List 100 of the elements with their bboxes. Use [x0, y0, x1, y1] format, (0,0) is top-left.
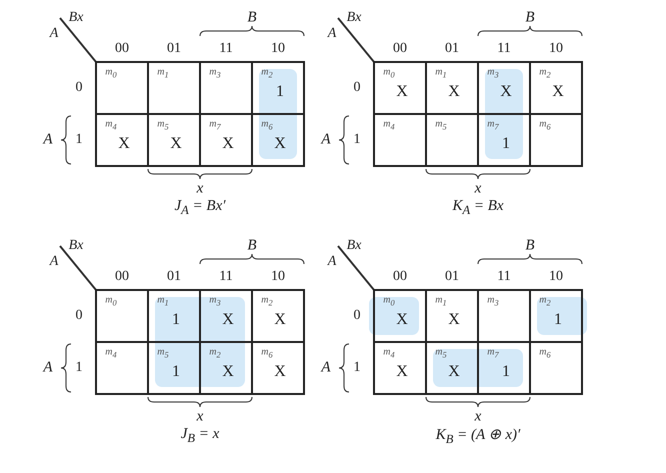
minterm-label: m$_{7}$ — [487, 118, 499, 132]
column-header: 10 — [271, 41, 285, 57]
minterm-label: m$_{3}$ — [487, 294, 499, 308]
row-header: 0 — [354, 80, 360, 96]
minterm-label: m$_{6}$ — [261, 118, 273, 132]
minterm-label: m$_{0}$ — [383, 66, 395, 80]
minterm-label: m$_{2}$ — [539, 294, 551, 308]
cell-value: X — [118, 135, 130, 153]
row-header: 0 — [76, 308, 82, 324]
equation: K$_{B}$ = (A ⊕ x)′ — [436, 426, 520, 447]
column-header: 00 — [115, 269, 129, 285]
row-header: 1 — [76, 132, 82, 148]
variable-label: B — [525, 10, 535, 26]
minterm-label: m$_{4}$ — [105, 346, 117, 360]
column-header: 11 — [219, 41, 233, 57]
minterm-label: m$_{4}$ — [383, 118, 395, 132]
column-header: 10 — [549, 269, 563, 285]
variable-label: B — [247, 10, 257, 26]
minterm-label: m$_{3}$ — [487, 66, 499, 80]
minterm-label: m$_{0}$ — [105, 294, 117, 308]
variable-label: Bx — [346, 10, 362, 26]
cell-value: 1 — [172, 311, 180, 329]
cell-value: 1 — [276, 83, 284, 101]
minterm-label: m$_{1}$ — [435, 294, 447, 308]
minterm-label: m$_{1}$ — [157, 66, 169, 80]
variable-label: A — [50, 26, 58, 42]
minterm-label: m$_{0}$ — [105, 66, 117, 80]
cell-value: X — [222, 363, 234, 381]
minterm-label: m$_{5}$ — [435, 118, 447, 132]
column-header: 11 — [497, 269, 511, 285]
variable-label: B — [525, 238, 535, 254]
minterm-label: m$_{3}$ — [209, 66, 221, 80]
column-header: 11 — [497, 41, 511, 57]
cell-value: 1 — [502, 135, 510, 153]
cell-value: X — [396, 363, 408, 381]
cell-value: X — [274, 311, 286, 329]
cell-value: X — [396, 83, 408, 101]
minterm-label: m$_{6}$ — [261, 346, 273, 360]
row-header: 0 — [76, 80, 82, 96]
equation: J$_{B}$ = x — [180, 426, 220, 446]
column-header: 10 — [271, 269, 285, 285]
minterm-label: m$_{2}$ — [261, 294, 273, 308]
equation: K$_{A}$ = Bx — [452, 198, 504, 218]
row-header: 1 — [76, 360, 82, 376]
variable-label: x — [474, 408, 482, 426]
minterm-label: m$_{5}$ — [157, 118, 169, 132]
row-header: 1 — [354, 360, 360, 376]
column-header: 10 — [549, 41, 563, 57]
variable-label: x — [196, 408, 204, 426]
variable-label: Bx — [346, 238, 362, 254]
column-header: 11 — [219, 269, 233, 285]
variable-label: A — [43, 132, 53, 148]
cell-value: X — [500, 83, 512, 101]
minterm-label: m$_{2}$ — [539, 66, 551, 80]
cell-value: X — [222, 311, 234, 329]
column-header: 01 — [445, 269, 459, 285]
minterm-label: m$_{7}$ — [487, 346, 499, 360]
minterm-label: m$_{4}$ — [383, 346, 395, 360]
minterm-label: m$_{2}$ — [209, 346, 221, 360]
row-header: 1 — [354, 132, 360, 148]
cell-value: X — [274, 135, 286, 153]
equation: J$_{A}$ = Bx′ — [174, 198, 226, 218]
variable-label: x — [196, 180, 204, 198]
cell-value: X — [170, 135, 182, 153]
minterm-label: m$_{5}$ — [157, 346, 169, 360]
cell-value: X — [448, 311, 460, 329]
cell-value: 1 — [502, 363, 510, 381]
minterm-label: m$_{0}$ — [383, 294, 395, 308]
cell-value: X — [448, 83, 460, 101]
column-header: 00 — [115, 41, 129, 57]
variable-label: A — [328, 254, 336, 270]
variable-label: A — [50, 254, 58, 270]
variable-label: A — [321, 132, 331, 148]
column-header: 01 — [445, 41, 459, 57]
column-header: 01 — [167, 41, 181, 57]
variable-label: x — [474, 180, 482, 198]
minterm-label: m$_{5}$ — [435, 346, 447, 360]
minterm-label: m$_{6}$ — [539, 118, 551, 132]
cell-value: X — [552, 83, 564, 101]
cell-value: X — [396, 311, 408, 329]
variable-label: Bx — [68, 238, 84, 254]
variable-label: Bx — [68, 10, 84, 26]
column-header: 00 — [393, 269, 407, 285]
cell-value: X — [448, 363, 460, 381]
cell-value: X — [274, 363, 286, 381]
variable-label: B — [247, 238, 257, 254]
variable-label: A — [328, 26, 336, 42]
variable-label: A — [321, 360, 331, 376]
minterm-label: m$_{6}$ — [539, 346, 551, 360]
minterm-label: m$_{1}$ — [157, 294, 169, 308]
minterm-label: m$_{7}$ — [209, 118, 221, 132]
row-header: 0 — [354, 308, 360, 324]
cell-value: 1 — [172, 363, 180, 381]
minterm-label: m$_{1}$ — [435, 66, 447, 80]
cell-value: X — [222, 135, 234, 153]
variable-label: A — [43, 360, 53, 376]
column-header: 01 — [167, 269, 181, 285]
minterm-label: m$_{3}$ — [209, 294, 221, 308]
column-header: 00 — [393, 41, 407, 57]
minterm-label: m$_{2}$ — [261, 66, 273, 80]
